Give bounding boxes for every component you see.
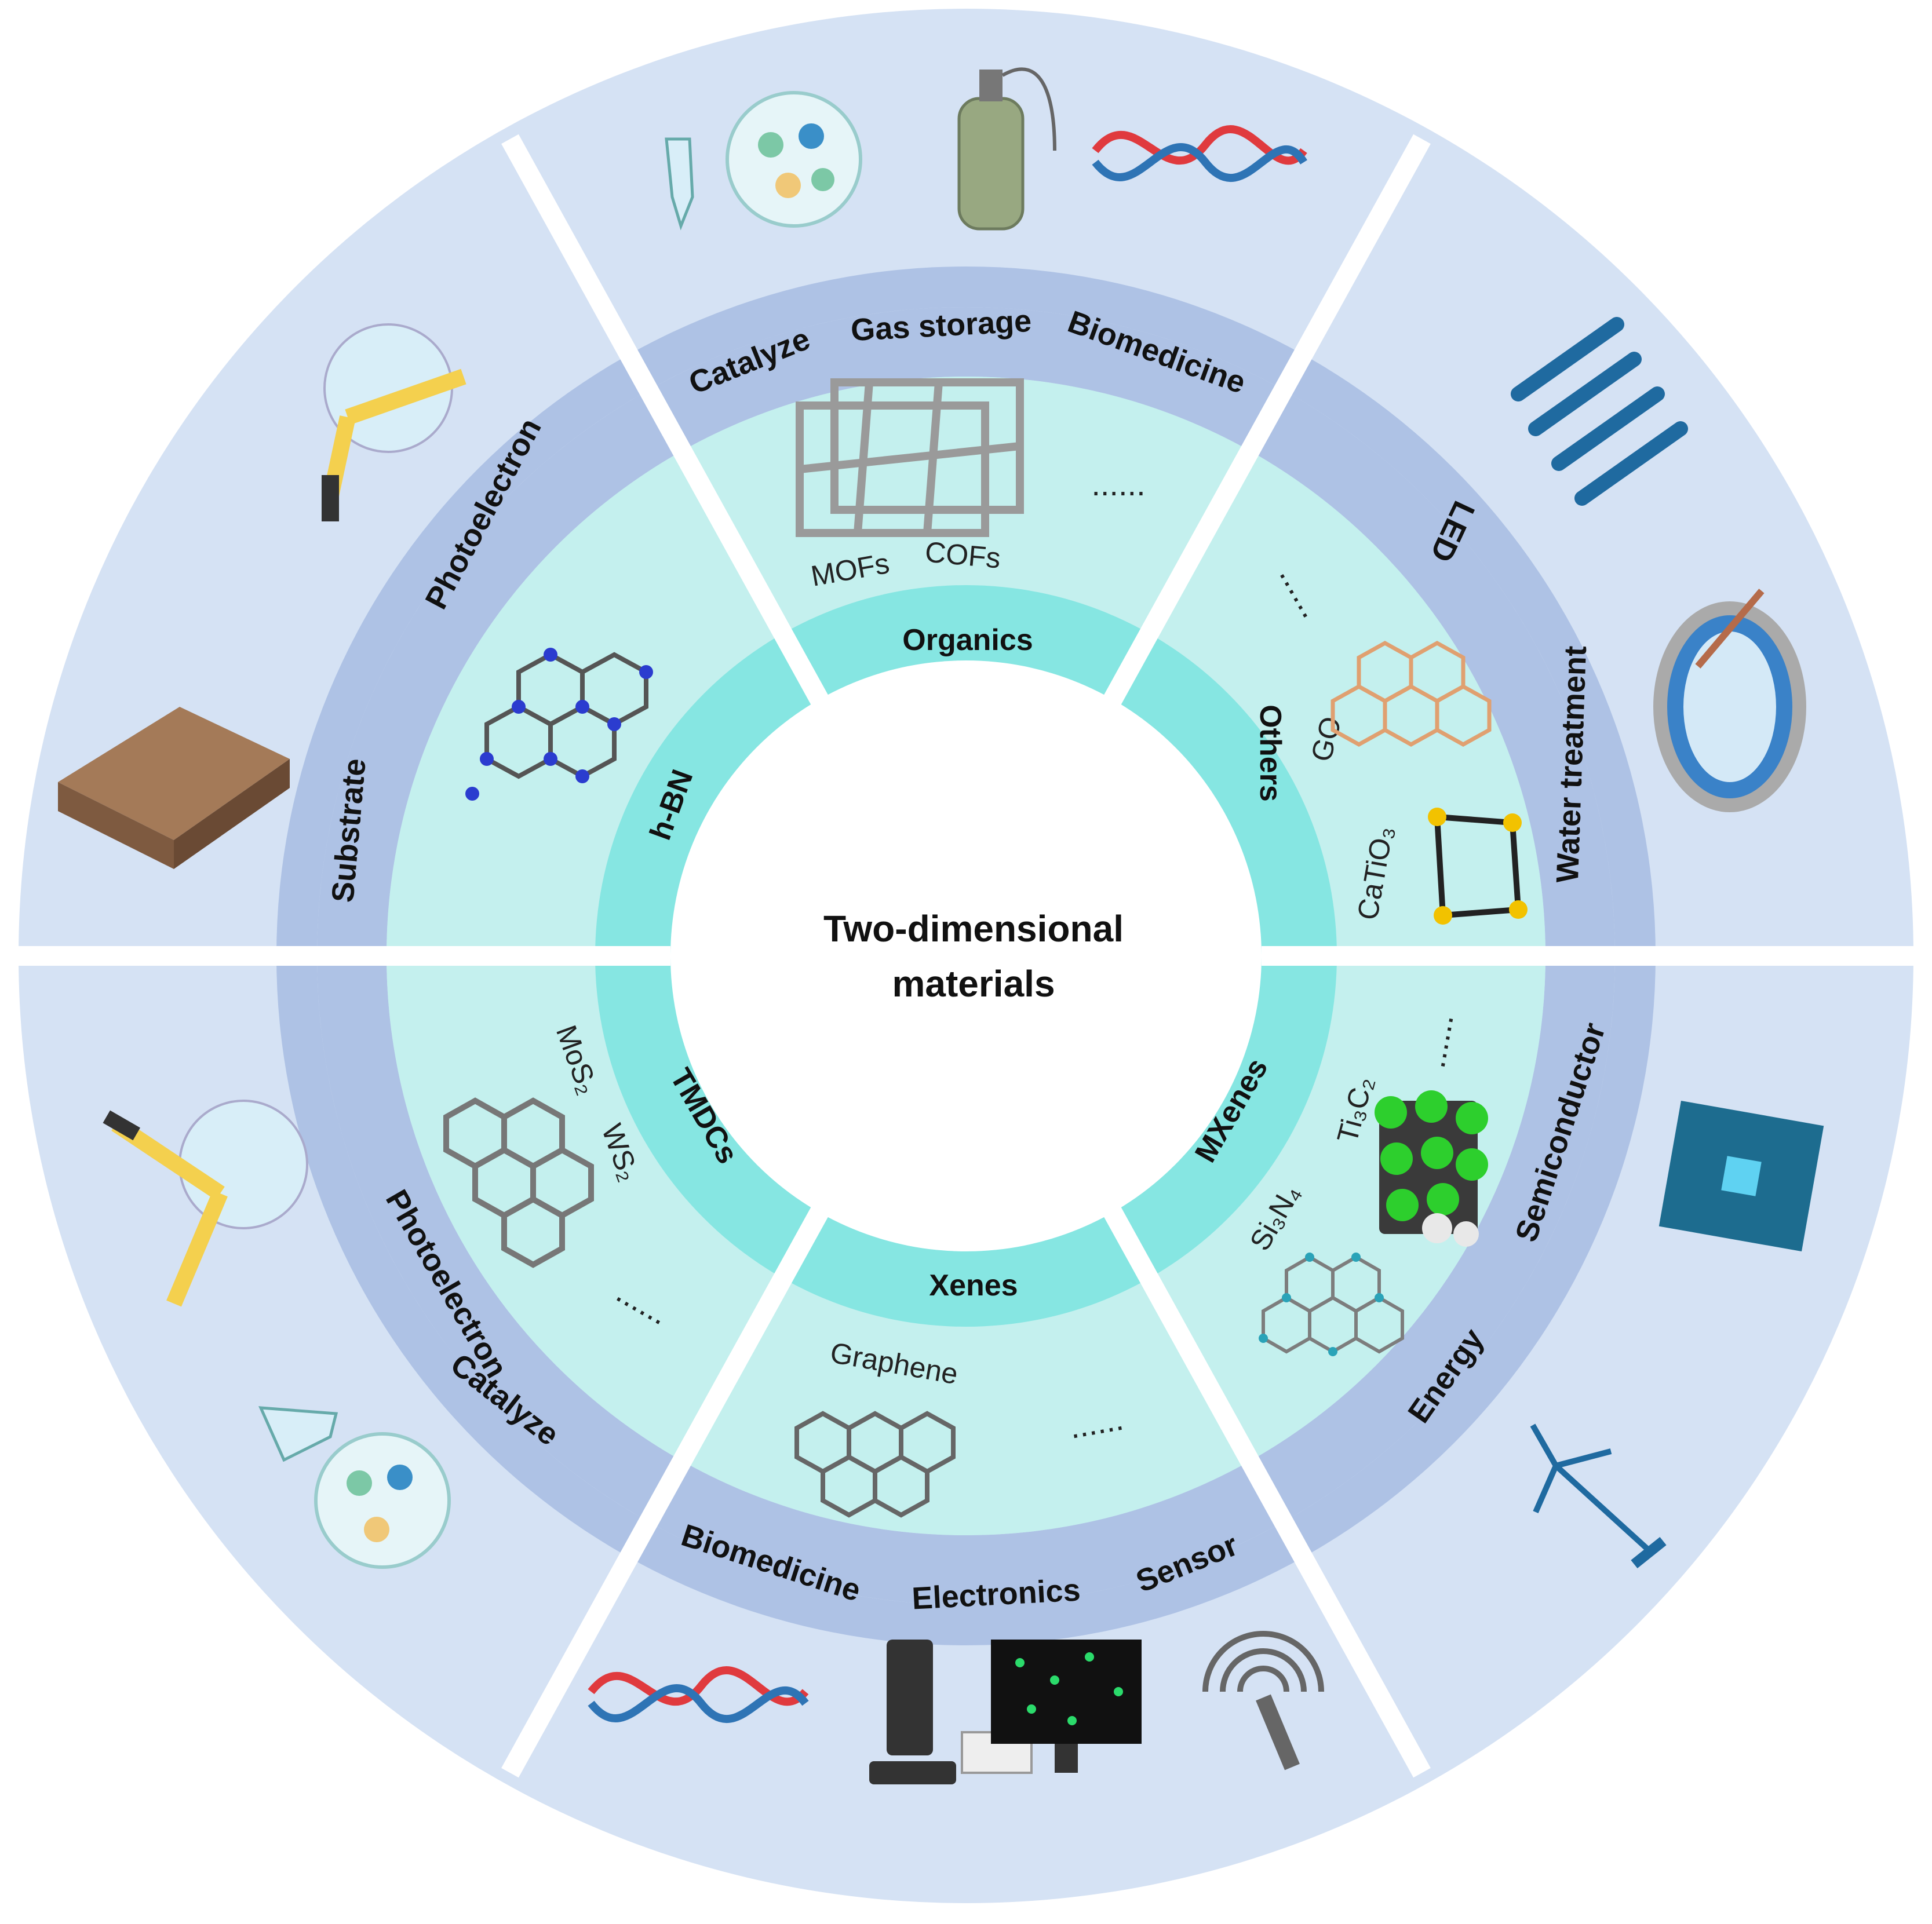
go-structure-icon bbox=[1330, 640, 1492, 747]
center-title-line2: materials bbox=[892, 963, 1055, 1005]
dna-icon bbox=[1092, 125, 1307, 182]
gas-cylinder-icon bbox=[957, 67, 1056, 231]
laser-sensor-icon bbox=[322, 323, 466, 521]
divider-lower-left bbox=[501, 1199, 833, 1778]
dividers bbox=[0, 134, 1932, 1778]
divider-upper-right bbox=[1099, 134, 1431, 713]
antenna-icon bbox=[1202, 1631, 1324, 1770]
material-cofs: COFs bbox=[924, 535, 1002, 574]
microbe-circle-icon bbox=[314, 1432, 451, 1569]
center-circle-overlay bbox=[670, 660, 1262, 1251]
hbn-structure-icon bbox=[465, 648, 653, 801]
laser-sensor-icon bbox=[103, 1100, 308, 1307]
catio3-structure-icon bbox=[1428, 808, 1528, 925]
category-organics: Organics bbox=[902, 623, 1033, 657]
divider-lower-right bbox=[1099, 1199, 1431, 1778]
water-tank-icon bbox=[1653, 589, 1806, 812]
soil-block-icon bbox=[58, 707, 290, 869]
microscope-icon bbox=[869, 1640, 1033, 1784]
mof-structure-icon bbox=[796, 378, 1024, 537]
test-tube-icon bbox=[258, 1406, 338, 1462]
divider-upper-left bbox=[501, 134, 833, 713]
center-title-line1: Two-dimensional bbox=[823, 908, 1124, 950]
center-title: Two-dimensional materials bbox=[823, 908, 1124, 1005]
test-tube-icon bbox=[665, 137, 694, 231]
si3n4-structure-icon bbox=[1259, 1253, 1404, 1356]
dna-icon bbox=[588, 1666, 809, 1723]
tmdc-structure-icon bbox=[443, 1097, 594, 1268]
category-xenes: Xenes bbox=[929, 1269, 1018, 1302]
monitor-icon bbox=[991, 1640, 1142, 1773]
material-ellipsis-organics: ...... bbox=[1091, 466, 1145, 502]
graphene-structure-icon bbox=[794, 1411, 956, 1518]
rings bbox=[19, 9, 1913, 1903]
protein-helix-icon bbox=[1511, 317, 1688, 506]
wind-turbine-icon bbox=[1530, 1423, 1667, 1569]
microbe-circle-icon bbox=[726, 91, 862, 228]
ti3c2-structure-icon bbox=[1375, 1090, 1488, 1247]
app-water-treatment: Water treatment bbox=[1550, 645, 1593, 883]
circuit-chip-icon bbox=[1658, 1100, 1824, 1252]
category-others: Others bbox=[1253, 704, 1287, 802]
